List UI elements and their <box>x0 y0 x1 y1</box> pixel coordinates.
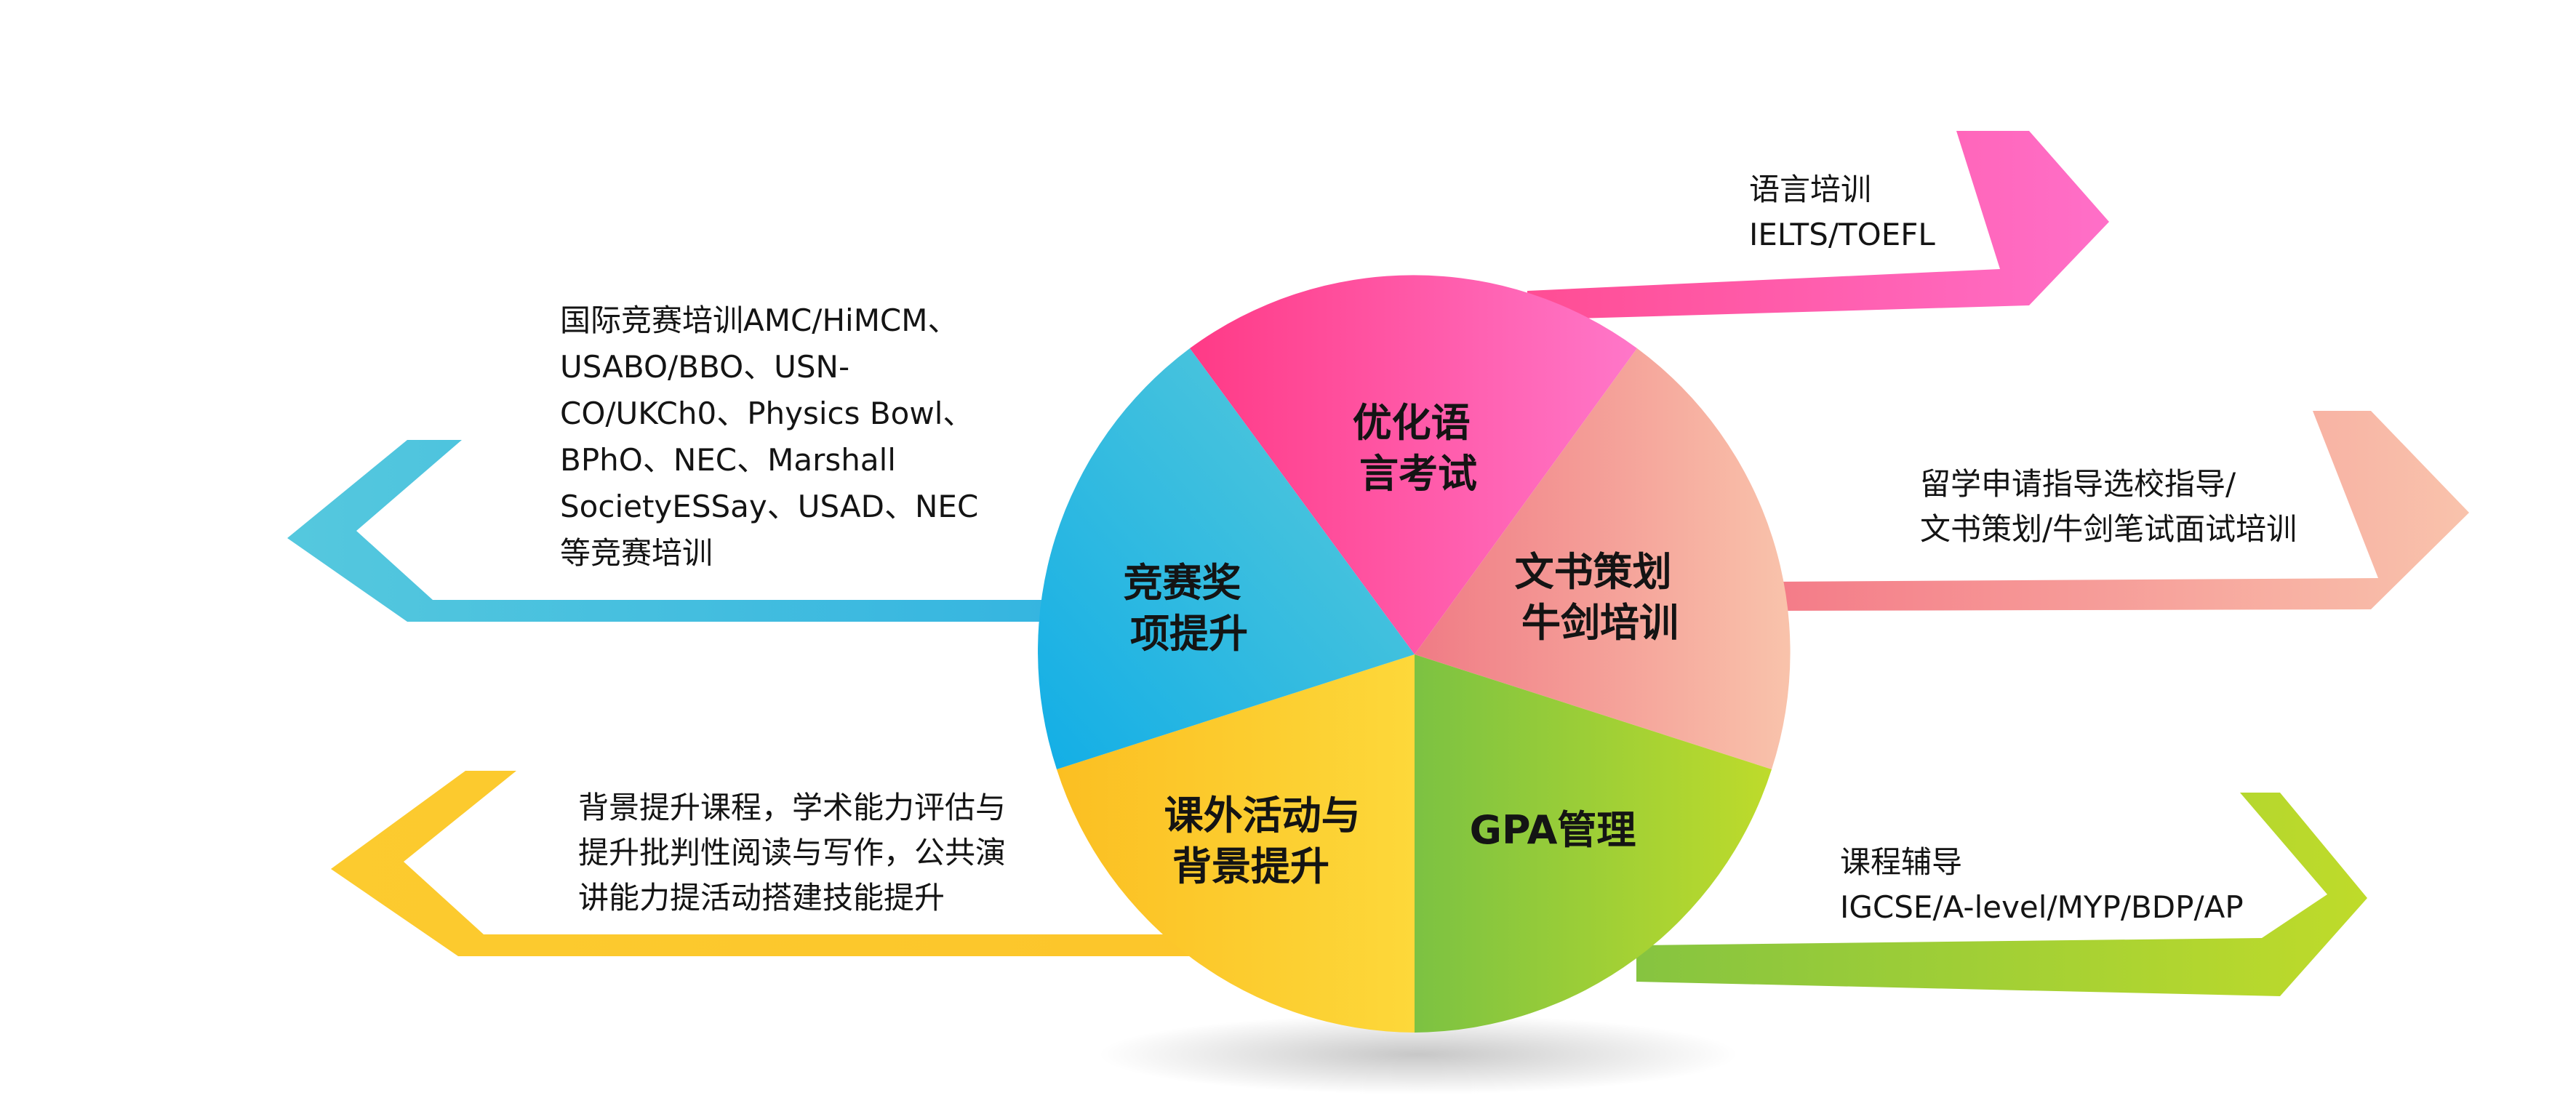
segment-gpa[interactable] <box>1415 654 1772 1033</box>
desc-gpa: 课程辅导 IGCSE/A-level/MYP/BDP/AP <box>1840 844 2244 925</box>
desc-competition: 国际竞赛培训AMC/HiMCM、 USABO/BBO、USN- CO/UKCh0… <box>560 302 988 571</box>
pie-shadow <box>1098 1014 1738 1094</box>
segment-label-gpa: GPA管理 <box>1470 807 1636 853</box>
segment-label-activities: 课外活动与 背景提升 <box>1164 793 1375 889</box>
desc-essay: 留学申请指导选校指导/ 文书策划/牛剑笔试面试培训 <box>1920 466 2297 547</box>
pie-chart <box>1038 275 1791 1033</box>
desc-language: 语言培训 IELTS/TOEFL <box>1749 172 1935 252</box>
segment-label-essay: 文书策划 牛剑培训 <box>1515 549 1686 646</box>
segment-label-language: 优化语 言考试 <box>1353 400 1484 497</box>
arrow-competition <box>287 440 1047 622</box>
arrow-essay <box>1775 411 2469 611</box>
segment-activities[interactable] <box>1057 654 1415 1033</box>
segment-competition[interactable] <box>1038 348 1415 769</box>
arrow-gpa <box>1636 793 2367 996</box>
segment-language[interactable] <box>1190 275 1637 654</box>
desc-activities: 背景提升课程，学术能力评估与 提升批判性阅读与写作，公共演 讲能力提活动搭建技能… <box>578 790 1015 915</box>
segment-label-competition: 竞赛奖 项提升 <box>1124 560 1255 657</box>
segment-essay[interactable] <box>1415 348 1791 769</box>
arrow-language <box>1527 131 2109 320</box>
